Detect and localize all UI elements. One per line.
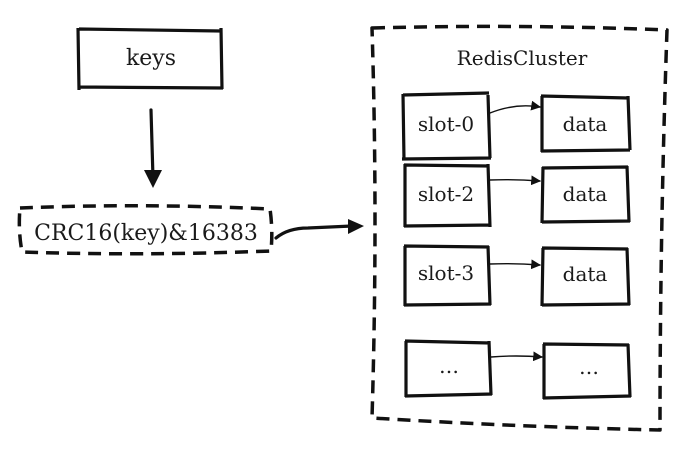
- data-box: [542, 342, 632, 400]
- data-label: data: [563, 112, 608, 136]
- data-box: [540, 165, 631, 224]
- slot-arrow: [490, 351, 543, 362]
- keys-node: keys: [76, 27, 224, 91]
- slot-row: … …: [404, 339, 632, 400]
- hash-box: [17, 203, 274, 256]
- hash-to-cluster-arrow: [274, 219, 364, 240]
- slot-label: …: [439, 354, 459, 378]
- data-label: …: [579, 355, 599, 379]
- slot-box: [403, 244, 492, 307]
- slot-arrow: [489, 259, 541, 270]
- hash-label: CRC16(key)&16383: [34, 221, 258, 246]
- hash-node: CRC16(key)&16383: [17, 203, 274, 256]
- cluster-label: RedisCluster: [457, 46, 588, 70]
- slot-row: slot-3 data: [403, 244, 631, 307]
- redis-cluster: RedisCluster: [370, 24, 669, 432]
- data-box: [540, 94, 632, 153]
- slot-box: [403, 163, 492, 228]
- keys-box: [76, 27, 224, 91]
- slot-label: slot-3: [418, 261, 474, 285]
- slot-label: slot-0: [418, 112, 474, 136]
- cluster-box: [370, 24, 669, 432]
- slot-arrow: [489, 100, 541, 114]
- data-label: data: [563, 182, 608, 206]
- slot-label: slot-2: [418, 182, 474, 206]
- keys-to-hash-arrow: [144, 108, 162, 188]
- slot-row: slot-2 data: [403, 163, 631, 228]
- data-label: data: [563, 262, 608, 286]
- slot-box: [404, 339, 493, 398]
- slot-box: [401, 91, 492, 161]
- slot-arrow: [489, 175, 541, 186]
- keys-label: keys: [126, 46, 176, 71]
- slot-row: slot-0 data: [401, 91, 632, 161]
- data-box: [540, 246, 631, 307]
